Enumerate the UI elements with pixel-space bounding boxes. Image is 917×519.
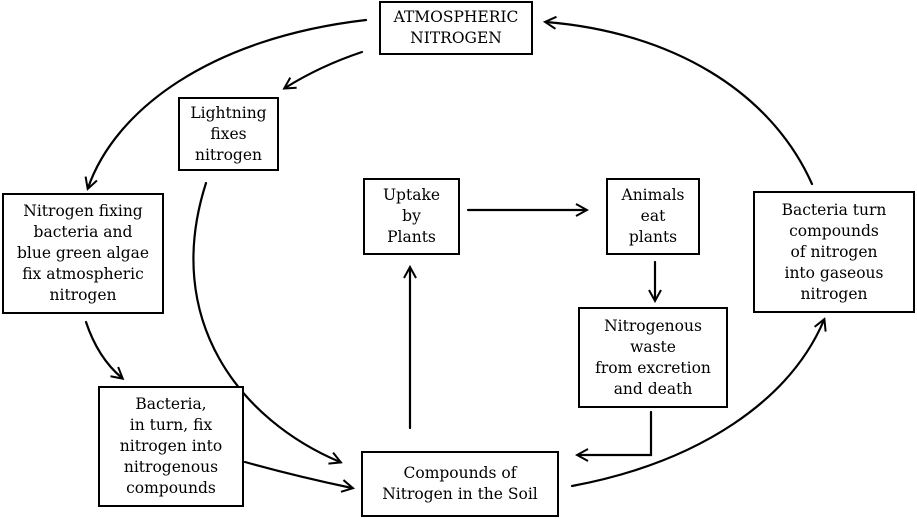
atmospheric-nitrogen-label: ATMOSPHERIC NITROGEN: [393, 8, 519, 47]
nitrogen-fixing-bacteria-label: Nitrogen fixing bacteria and blue green …: [16, 202, 150, 304]
lightning-label: Lightning fixes nitrogen: [190, 103, 267, 164]
arrow-waste-to-soil: [578, 410, 653, 455]
arrow-denitrify-to-atmospheric: [546, 22, 814, 186]
nitrogenous-waste-box: Nitrogenous waste from excretion and dea…: [578, 307, 728, 408]
animals-eat-plants-box: Animals eat plants: [606, 178, 700, 255]
nitrogen-fixing-bacteria-box: Nitrogen fixing bacteria and blue green …: [2, 193, 164, 314]
nitrogenous-waste-label: Nitrogenous waste from excretion and dea…: [595, 316, 711, 398]
arrow-atmospheric-to-fixing: [88, 18, 368, 188]
uptake-by-plants-box: Uptake by Plants: [363, 178, 460, 255]
arrow-soil-to-denitrify: [570, 320, 824, 488]
uptake-by-plants-label: Uptake by Plants: [382, 186, 441, 246]
soil-compounds-label: Compounds of Nitrogen in the Soil: [382, 464, 538, 503]
arrow-bacteria-fix-to-soil: [243, 460, 352, 488]
denitrifying-bacteria-label: Bacteria turn compounds of nitrogen into…: [781, 200, 887, 303]
lightning-box: Lightning fixes nitrogen: [178, 97, 279, 171]
animals-eat-plants-label: Animals eat plants: [621, 186, 685, 246]
soil-compounds-box: Compounds of Nitrogen in the Soil: [361, 451, 559, 517]
bacteria-fix-compounds-box: Bacteria, in turn, fix nitrogen into nit…: [98, 386, 244, 507]
denitrifying-bacteria-box: Bacteria turn compounds of nitrogen into…: [753, 191, 915, 313]
arrow-atmospheric-to-lightning: [285, 50, 364, 88]
bacteria-fix-compounds-label: Bacteria, in turn, fix nitrogen into nit…: [119, 395, 223, 497]
atmospheric-nitrogen-box: ATMOSPHERIC NITROGEN: [379, 1, 533, 55]
arrow-fixing-to-bacteria-fix: [84, 320, 122, 378]
arrow-lightning-to-soil: [192, 181, 340, 462]
